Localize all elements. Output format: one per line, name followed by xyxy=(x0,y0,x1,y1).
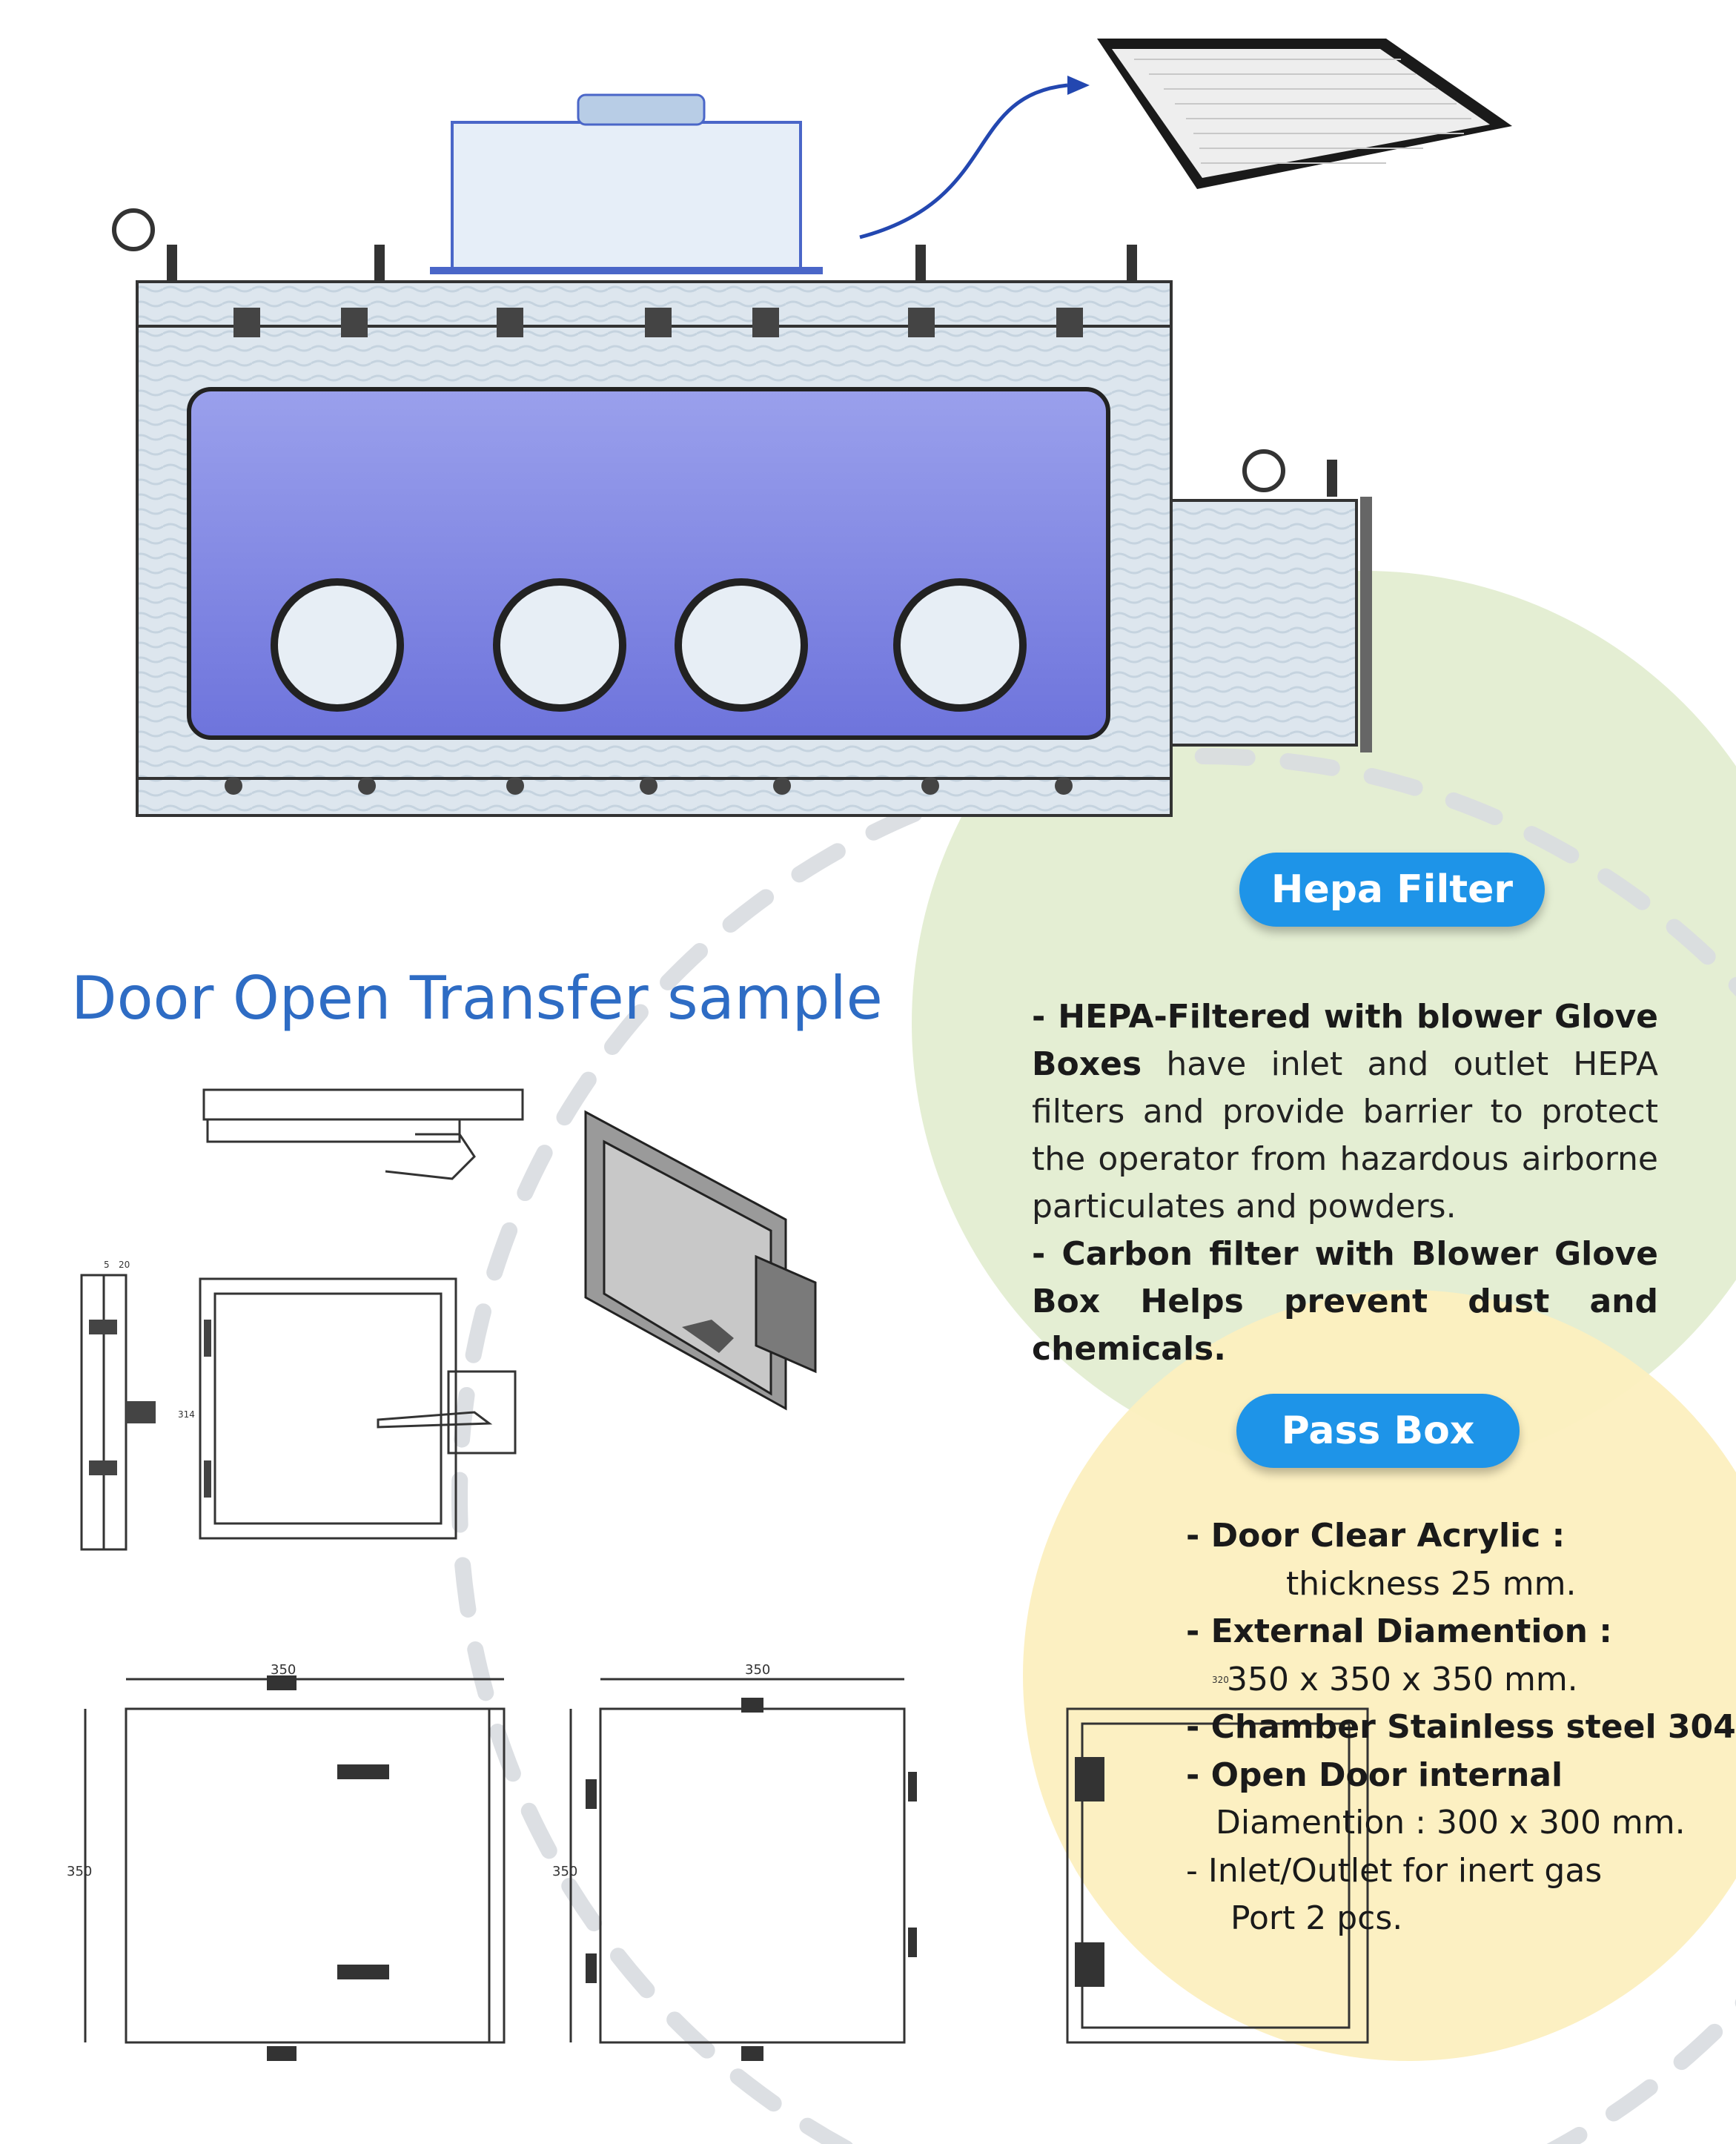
dim-label: 20 xyxy=(119,1260,130,1270)
glove-box-window xyxy=(187,387,1110,740)
spec-line: - External Diamention : xyxy=(1186,1612,1612,1650)
page-title: Door Open Transfer sample xyxy=(71,964,883,1033)
spec-line: Port 2 pcs. xyxy=(1230,1899,1403,1937)
hepa-filter-image xyxy=(1097,39,1512,189)
door-3d-drawing xyxy=(584,1110,817,1411)
spec-line: - Chamber Stainless steel 304 xyxy=(1186,1708,1736,1746)
glove-port xyxy=(893,578,1027,712)
spec-line: thickness 25 mm. xyxy=(1286,1564,1577,1603)
hepa-text-1: have inlet and outlet HEPA filters and p… xyxy=(1032,1045,1658,1225)
hepa-bold-2: - Carbon filter with Blower Glove Box He… xyxy=(1032,1235,1658,1368)
dim-label: 5 xyxy=(104,1260,110,1270)
dim-label: 350 xyxy=(67,1864,92,1879)
spec-line: 350 x 350 x 350 mm. xyxy=(1227,1660,1578,1698)
spec-line: - Inlet/Outlet for inert gas xyxy=(1186,1851,1603,1890)
door-technical-drawings: 5 20 314 xyxy=(80,1088,524,1551)
hepa-filter-heading: Hepa Filter xyxy=(1239,853,1545,927)
hepa-description: - HEPA-Filtered with blower Glove Boxes … xyxy=(1032,993,1658,1373)
yellow-circle xyxy=(1023,1290,1736,2061)
dashed-ring xyxy=(451,748,1736,2144)
arrow xyxy=(859,83,1068,239)
pass-box-specs: - Door Clear Acrylic : thickness 25 mm. … xyxy=(1186,1512,1736,1943)
glove-port xyxy=(675,578,808,712)
glove-port xyxy=(493,578,626,712)
pass-box-heading: Pass Box xyxy=(1236,1394,1520,1468)
dim-label: 350 xyxy=(745,1662,770,1678)
dim-label: 314 xyxy=(178,1409,195,1420)
spec-line: - Door Clear Acrylic : xyxy=(1186,1517,1566,1555)
glove-box-illustration xyxy=(112,76,1372,817)
dim-label: 350 xyxy=(552,1864,577,1879)
hepa-bold-1: - HEPA-Filtered with blower Glove Boxes xyxy=(1032,998,1658,1083)
spec-line: - Open Door internal xyxy=(1186,1756,1563,1794)
side-pass-box xyxy=(1170,499,1358,747)
spec-line: Diamention : 300 x 300 mm. xyxy=(1216,1804,1686,1842)
dim-label: 320 xyxy=(1212,1675,1229,1685)
dim-label: 350 xyxy=(271,1662,296,1678)
blower-box xyxy=(451,121,802,272)
pass-box-drawings: 350 350 350 350 320 xyxy=(67,1662,1369,2061)
glove-port xyxy=(271,578,404,712)
